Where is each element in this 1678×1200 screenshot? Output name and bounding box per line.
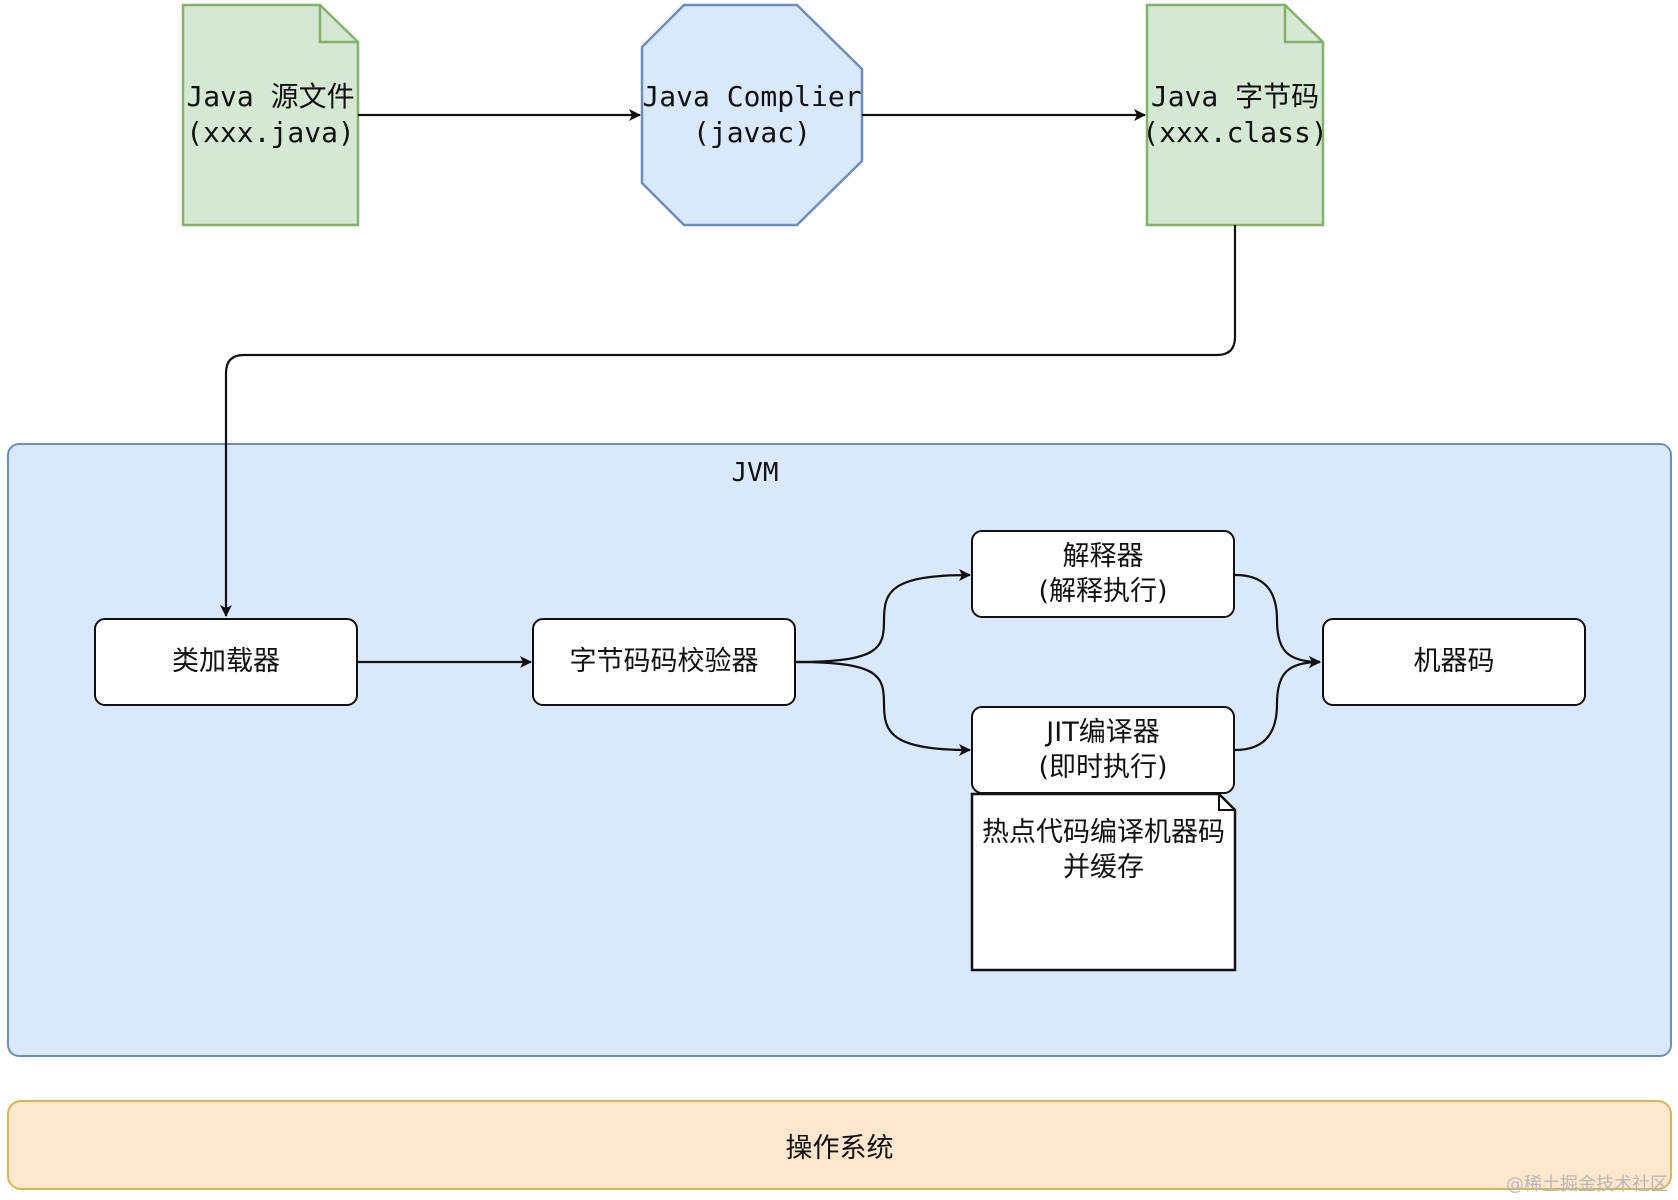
jit-compiler-title: JIT编译器 [1046, 716, 1160, 748]
jvm-region [7, 443, 1672, 1057]
java-source-file-shape [181, 3, 360, 227]
interpreter-title: 解释器 [1062, 540, 1144, 572]
jit-note-shape [970, 792, 1237, 972]
class-loader-box: 类加载器 [94, 618, 358, 706]
java-compiler-command: (javac) [692, 116, 811, 149]
bytecode-file-title: Java 字节码 [1150, 79, 1320, 113]
edge-bytecode-to-class-loader [220, 225, 1237, 617]
machine-code-label: 机器码 [1413, 646, 1495, 678]
machine-code-box: 机器码 [1322, 618, 1586, 706]
edge-interpreter-to-machine-code [1234, 573, 1321, 668]
jit-compiler-box: JIT编译器 (即时执行) [971, 706, 1235, 794]
java-source-file-extension: (xxx.java) [186, 116, 355, 149]
java-compiler-title: Java Complier [642, 79, 862, 113]
bytecode-verifier-box: 字节码码校验器 [532, 618, 796, 706]
edge-verifier-to-interpreter [795, 569, 971, 664]
class-loader-label: 类加载器 [172, 646, 280, 678]
jit-compiler-subtitle: (即时执行) [1038, 752, 1168, 783]
java-source-file-title: Java 源文件 [186, 79, 355, 113]
bytecode-file: Java 字节码 (xxx.class) [1142, 5, 1327, 225]
bytecode-verifier-label: 字节码码校验器 [569, 646, 759, 678]
java-source-file: Java 源文件 (xxx.java) [183, 5, 358, 225]
jvm-region-label: JVM [731, 458, 779, 488]
edge-jit-to-machine-code [1234, 656, 1321, 752]
interpreter-subtitle: (解释执行) [1038, 576, 1168, 607]
operating-system-region: 操作系统 [7, 1100, 1672, 1190]
bytecode-file-extension: (xxx.class) [1142, 116, 1328, 149]
edge-verifier-to-jit [795, 660, 971, 756]
jit-note-line2: 并缓存 [1063, 852, 1144, 883]
interpreter-box: 解释器 (解释执行) [971, 530, 1235, 618]
java-compiler-shape [640, 3, 864, 227]
bytecode-file-shape [1145, 3, 1325, 227]
watermark: @稀土掘金技术社区 [1506, 1174, 1668, 1195]
java-compiler: Java Complier (javac) [642, 5, 862, 225]
jit-note: 热点代码编译机器码 并缓存 [972, 810, 1235, 890]
operating-system-label: 操作系统 [785, 1132, 894, 1164]
jit-note-line1: 热点代码编译机器码 [982, 816, 1225, 848]
